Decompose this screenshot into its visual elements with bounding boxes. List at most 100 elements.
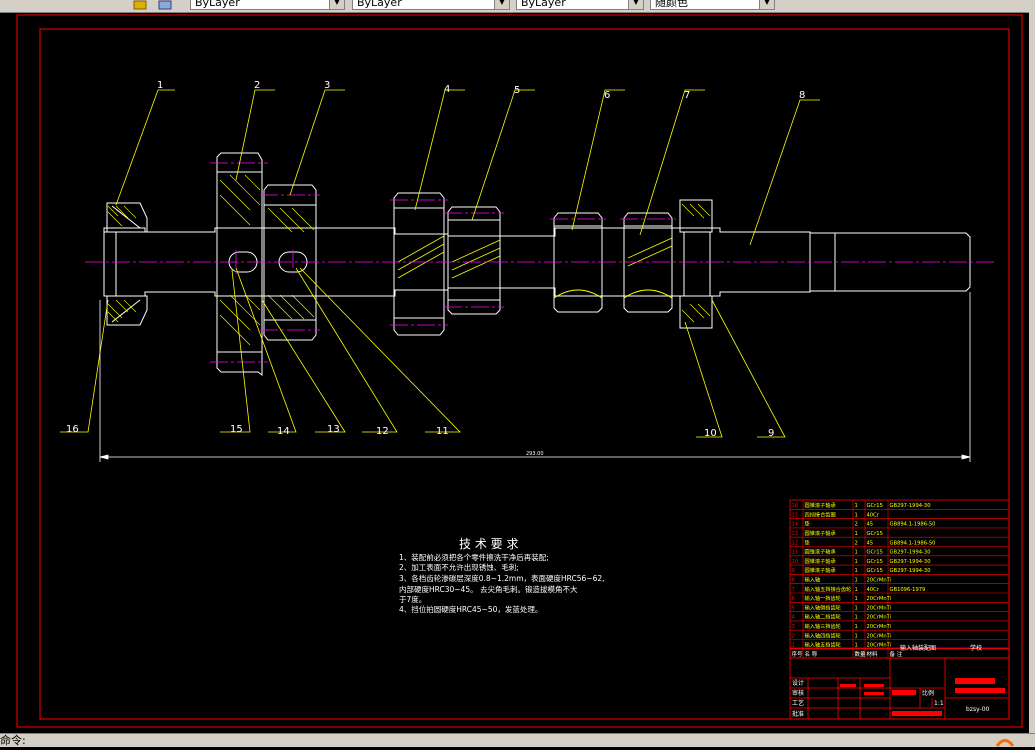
plotstyle-combo[interactable]: 随颜色 ▼ [650,0,775,10]
part-label-11: 11 [436,426,449,437]
chevron-down-icon[interactable]: ▼ [329,0,344,9]
color-combo[interactable]: ByLayer ▼ [190,0,345,10]
part-label-5: 5 [514,85,520,96]
bom-cell: 20CrMnTi [867,624,892,630]
bom-cell: 输入轴五挡接合齿轮 [805,585,852,593]
scrollbar-vertical[interactable] [1029,12,1035,734]
part-label-7: 7 [684,90,690,101]
lineweight-combo-value: ByLayer [521,0,566,9]
part-label-8: 8 [799,90,805,101]
tb-drawing-title: 输入轴装配图 [900,644,936,652]
bom-cell: 1 [855,503,858,509]
bom-cell: 输入轴五挡齿轮 [805,641,841,649]
tech-req-line-3: 3、各档齿轮渗碳层深度0.8~1.2mm，表面硬度HRC56~62, [399,573,605,583]
gear-3 [263,184,317,341]
bom-cell: 1 [855,531,858,537]
layer-previous-icon[interactable] [158,0,172,10]
bom-cell: 垫 [805,520,811,528]
part-label-9: 9 [768,428,774,439]
drawing-canvas[interactable]: 1 2 3 4 5 6 7 8 9 10 11 12 13 14 15 16 2… [0,12,1029,734]
bom-cell: 输入轴一挡齿轮 [805,594,841,602]
bom-cell: 1 [855,559,858,565]
left-bearing [103,202,148,326]
tech-req-line-4: 内部硬度HRC30~45。 去尖角毛刺。锻造拔模角不大 [399,584,578,594]
bom-cell: GB297-1994-30 [890,503,931,509]
tb-scale-label: 比例 [922,689,934,697]
bom-cell: 输入轴三挡齿轮 [805,622,841,630]
tb-drawing-no: bzsy-00 [966,706,990,713]
bom-cell: 15 [792,512,799,518]
gear-4 [393,192,445,336]
bom-cell: 6 [792,596,795,602]
bom-cell: GCr15 [867,559,883,565]
bom-cell: 2 [792,633,795,639]
bom-cell: 1 [855,578,858,584]
tech-req-line-5: 于7度。 [399,594,426,604]
bom-header-cell: 备 注 [890,650,903,658]
bom-cell: 1 [855,550,858,556]
part-label-13: 13 [327,424,340,435]
linetype-combo[interactable]: ByLayer ▼ [352,0,510,10]
part-label-1: 1 [157,80,163,91]
app-logo-icon [995,735,1015,747]
bom-cell: 输入轴四挡齿轮 [805,631,841,639]
title-block-text: 输入轴装配图 学校 设计 审核 工艺 批准 比例 1:1 bzsy-00 [792,644,990,718]
bom-cell: 8 [792,578,795,584]
part-label-16: 16 [66,424,79,435]
bom-cell: 5 [792,605,795,611]
bom-cell: 输入轴倒挡齿轮 [805,603,841,611]
bom-cell: GCr15 [867,503,883,509]
bom-cell: GCr15 [867,550,883,556]
bom-cell: 垫 [805,538,811,546]
bom-cell: GB297-1994-30 [890,559,931,565]
title-block [789,647,1010,720]
bom-header-cell: 数量 [855,650,867,658]
bom-cell: 3 [792,624,795,630]
part-label-12: 12 [376,426,389,437]
properties-toolbar: ByLayer ▼ ByLayer ▼ ByLayer ▼ 随颜色 ▼ [0,0,1035,13]
bom-cell: 圆锥滚子轴承 [805,557,837,565]
chevron-down-icon[interactable]: ▼ [759,0,774,9]
part-number-labels: 1 2 3 4 5 6 7 8 9 10 11 12 13 14 15 16 [66,80,805,439]
bom-cell: 20CrMnTi [867,633,892,639]
technical-requirements: 技 术 要 求 1、装配前必须把各个零件擦洗干净后再装配; 2、加工表面不允许出… [399,537,605,614]
bom-cell: 45 [867,522,874,528]
bom-cell: 1 [855,605,858,611]
bom-cell: 圆锥滚子轴承 [805,501,837,509]
bom-cell: 9 [792,568,795,574]
bom-header-cell: 名 称 [805,650,818,658]
lineweight-combo[interactable]: ByLayer ▼ [516,0,644,10]
bom-header-cell: 序号 [792,650,804,658]
chevron-down-icon[interactable]: ▼ [494,0,509,9]
bom-cell: 1 [855,643,858,649]
command-line[interactable]: 命令: [0,733,1035,747]
tech-req-title: 技 术 要 求 [459,537,518,551]
tb-designer: 设计 [792,679,804,687]
bom-cell: 20CrMnTi [867,578,892,584]
shaft-assembly [103,152,971,376]
layer-state-icon[interactable] [133,0,147,10]
bom-cell: 输入轴 [805,576,821,584]
part-label-14: 14 [277,426,290,437]
bom-cell: 13 [792,531,799,537]
bom-cell: 圆锥滚子轴承 [805,548,837,556]
tb-checker: 审核 [792,689,804,697]
bom-cell: 12 [792,540,799,546]
tb-school: 学校 [970,644,982,652]
bom-cell: 1 [855,615,858,621]
chevron-down-icon[interactable]: ▼ [628,0,643,9]
bom-cell: 四挡接合齿圈 [805,510,836,518]
leader-lines [60,89,820,438]
part-label-6: 6 [604,90,610,101]
linetype-combo-value: ByLayer [357,0,402,9]
tb-scale-value: 1:1 [934,700,944,707]
tech-req-line-6: 4、挡位拍圆硬度HRC45~50，发蓝处理。 [399,604,542,614]
bom-cell: 1 [855,624,858,630]
bom-header-cell: 材料 [867,650,879,658]
bom-cell: 20CrMnTi [867,643,892,649]
bom-cell: 45 [867,540,874,546]
plotstyle-combo-value: 随颜色 [655,0,688,9]
bom-cell: 输入轴二挡齿轮 [805,613,841,621]
overall-dimension: 293.00 [99,292,971,462]
part-label-4: 4 [444,84,450,95]
